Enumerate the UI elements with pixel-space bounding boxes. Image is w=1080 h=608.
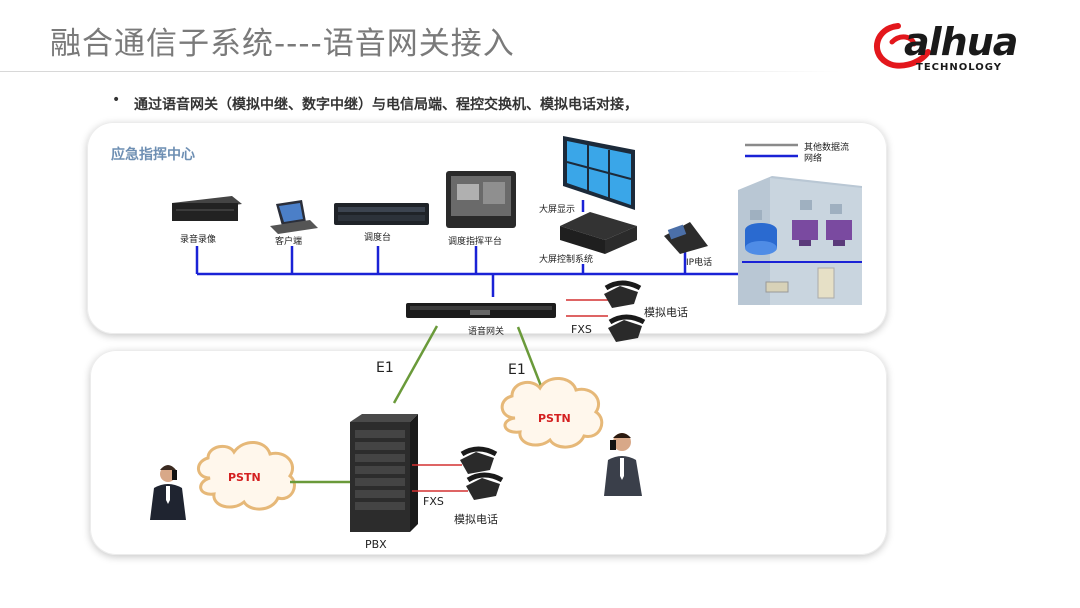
label-pbx-fxs: FXS xyxy=(423,495,444,508)
legend-label-network: 网络 xyxy=(804,154,823,164)
label-video-wall: 大屏显示 xyxy=(539,205,576,215)
dispatch-console-icon xyxy=(334,203,429,225)
label-e1-left: E1 xyxy=(376,360,394,376)
label-gateway-fxs: FXS xyxy=(571,323,592,336)
label-voice-gateway: 语音网关 xyxy=(468,327,505,337)
label-pstn-right: PSTN xyxy=(538,412,571,425)
gateway-fxs-lines xyxy=(566,299,608,317)
label-gateway-analog-phone: 模拟电话 xyxy=(644,306,688,319)
video-wall-icon xyxy=(563,136,635,210)
title-divider xyxy=(0,71,840,72)
brand-logo: alhua TECHNOLOGY xyxy=(868,18,1048,78)
pbx-fxs-lines xyxy=(412,464,468,492)
voice-gateway-icon xyxy=(406,303,556,318)
label-pbx: PBX xyxy=(365,538,387,551)
bullet-text: 通过语音网关（模拟中继、数字中继）与电信局端、程控交换机、模拟电话对接， xyxy=(134,97,638,113)
analog-phone-icon xyxy=(608,314,646,342)
legend xyxy=(745,143,798,158)
legend-label-data-flow: 其他数据流 xyxy=(804,143,850,153)
label-e1-right: E1 xyxy=(508,362,526,378)
command-center-title: 应急指挥中心 xyxy=(111,147,195,163)
data-center-building-icon xyxy=(738,176,862,305)
recorder-device-icon xyxy=(172,196,242,221)
label-wall-controller: 大屏控制系统 xyxy=(539,255,594,265)
e1-links xyxy=(392,325,543,404)
label-console: 调度台 xyxy=(364,233,392,243)
caller-person-left-icon xyxy=(150,465,186,520)
label-dispatch-platform: 调度指挥平台 xyxy=(448,237,503,247)
logo-swoosh-icon xyxy=(874,23,931,69)
analog-phone-icon xyxy=(460,446,498,474)
pbx-rack-icon xyxy=(350,414,418,532)
client-pc-icon xyxy=(270,200,318,234)
dispatch-platform-icon xyxy=(446,171,516,228)
label-pbx-analog-phone: 模拟电话 xyxy=(454,513,498,526)
bullet-marker: • xyxy=(112,92,121,108)
pstn-cloud-left-icon xyxy=(197,441,296,511)
label-ip-phone: IP电话 xyxy=(686,258,713,268)
logo-wordmark: alhua xyxy=(904,20,1018,64)
label-client: 客户端 xyxy=(275,237,303,247)
label-recorder: 录音录像 xyxy=(180,235,217,245)
pstn-cloud-right-icon xyxy=(500,377,604,449)
ip-phone-icon xyxy=(664,222,708,254)
caller-person-right-icon xyxy=(604,433,642,496)
analog-phone-icon xyxy=(604,280,642,308)
wall-controller-icon xyxy=(560,212,637,254)
logo-subtitle: TECHNOLOGY xyxy=(916,62,1002,73)
analog-phone-icon xyxy=(466,472,504,500)
page-title: 融合通信子系统----语音网关接入 xyxy=(50,26,515,62)
label-pstn-left: PSTN xyxy=(228,471,261,484)
